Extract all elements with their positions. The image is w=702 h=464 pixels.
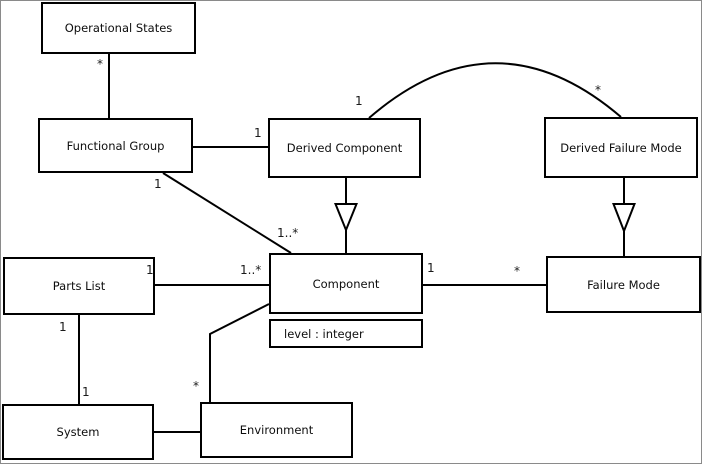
multiplicity-fg-dc: 1: [254, 126, 262, 140]
attribute-label: level : integer: [284, 326, 364, 341]
multiplicity-arc-dfm: *: [595, 83, 601, 97]
edge-arc-derivedcomponent-derivedfailuremode[interactable]: [368, 62, 622, 119]
class-name-label: Failure Mode: [587, 277, 660, 292]
multiplicity-fg-comp-many: 1..*: [277, 226, 299, 240]
class-name-label: Derived Failure Mode: [560, 140, 682, 155]
class-parts-list[interactable]: Parts List: [3, 257, 155, 315]
multiplicity-env-comp: *: [193, 379, 199, 393]
class-operational-states[interactable]: Operational States: [41, 2, 196, 54]
class-name-label: System: [56, 425, 100, 439]
class-component[interactable]: Component: [269, 253, 423, 314]
class-name-label: Parts List: [52, 279, 106, 293]
class-name-label: Operational States: [64, 21, 173, 35]
multiplicity-arc-dc: 1: [355, 94, 363, 108]
class-name-label: Functional Group: [66, 138, 165, 153]
generalization-arrow-icon: [612, 203, 636, 234]
edge-functionalgroup-component[interactable]: [162, 172, 292, 254]
multiplicity-comp-fm-one: 1: [427, 261, 435, 275]
class-name-label: Component: [312, 276, 380, 291]
class-failure-mode[interactable]: Failure Mode: [546, 256, 701, 313]
class-functional-group[interactable]: Functional Group: [38, 118, 193, 173]
class-environment[interactable]: Environment: [200, 402, 353, 458]
class-system[interactable]: System: [2, 404, 154, 460]
multiplicity-pl-sys-bottom: 1: [82, 385, 90, 399]
multiplicity-pl-sys-top: 1: [59, 320, 67, 334]
class-component-attributes[interactable]: level : integer: [269, 319, 423, 348]
multiplicity-pl-comp-one: 1: [146, 263, 154, 277]
class-derived-failure-mode[interactable]: Derived Failure Mode: [544, 117, 698, 178]
generalization-arrow-icon: [334, 203, 358, 233]
class-derived-component[interactable]: Derived Component: [268, 118, 421, 178]
multiplicity-pl-comp-many: 1..*: [240, 263, 262, 277]
multiplicity-fg-comp-one: 1: [154, 177, 162, 191]
class-name-label: Derived Component: [286, 141, 403, 155]
multiplicity-comp-fm-star: *: [514, 264, 520, 278]
class-name-label: Environment: [239, 423, 314, 437]
multiplicity-os-fg: *: [97, 57, 103, 71]
edge-environment-component[interactable]: [209, 303, 270, 402]
